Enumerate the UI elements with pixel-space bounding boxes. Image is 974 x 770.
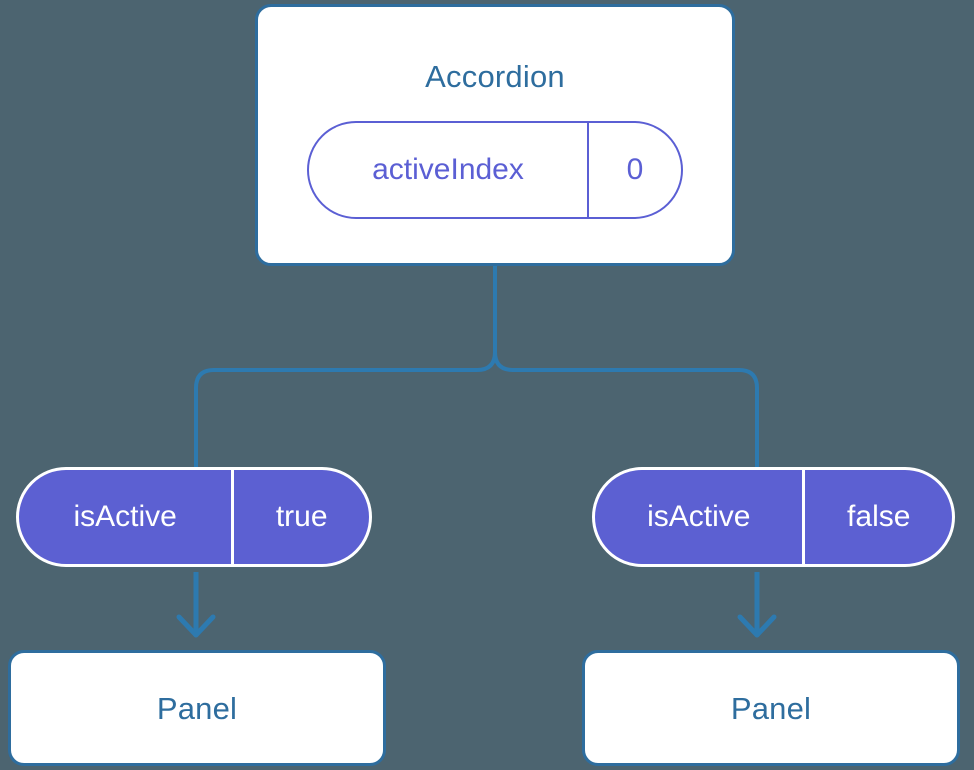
component-title-accordion: Accordion [425, 59, 565, 94]
component-title-panel-right: Panel [730, 690, 812, 726]
state-pill-value: 0 [587, 123, 681, 217]
prop-pill-value: true [231, 470, 369, 564]
state-pill-key: activeIndex [372, 153, 524, 186]
component-card-panel-right[interactable]: Panel [582, 650, 960, 766]
prop-pill-is-active-true[interactable]: isActive true [16, 467, 372, 567]
component-card-panel-left[interactable]: Panel [8, 650, 386, 766]
down-arrow-icon-left [176, 572, 216, 638]
prop-pill-value: false [802, 470, 952, 564]
connector-right-branch [493, 266, 759, 467]
down-arrow-icon-right [737, 572, 777, 638]
prop-pill-key: isActive [647, 500, 751, 533]
component-title-panel-left: Panel [156, 690, 238, 726]
prop-pill-key: isActive [73, 500, 177, 533]
connector-left-branch [194, 266, 497, 467]
state-pill-active-index[interactable]: activeIndex 0 [307, 121, 683, 219]
prop-pill-is-active-false[interactable]: isActive false [592, 467, 955, 567]
